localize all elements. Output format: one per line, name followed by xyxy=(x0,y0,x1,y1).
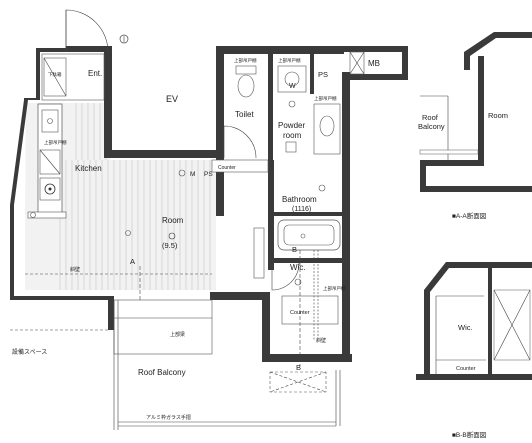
kitchen-label: Kitchen xyxy=(75,164,102,173)
section-aa-balcony-label-1: Roof xyxy=(422,113,439,122)
section-aa-title: ■A-A断面図 xyxy=(452,211,486,220)
compass-icon xyxy=(119,34,129,44)
powder-room-label-1: Powder xyxy=(278,121,305,130)
wic-door-swing xyxy=(271,262,300,291)
ev-label: EV xyxy=(166,94,178,104)
bathroom xyxy=(274,164,342,212)
room-area-label: (9.5) xyxy=(162,241,178,250)
powder-room-label-2: room xyxy=(283,131,302,140)
counter-top-label: Counter xyxy=(218,165,236,171)
upper-shelf-wic-label: 上部吊戸棚 xyxy=(323,285,346,292)
ps-label: PS xyxy=(318,70,328,79)
upper-beam-label: 上部梁 xyxy=(170,331,185,338)
ev-shaft xyxy=(112,52,216,150)
w-label: W xyxy=(289,83,296,90)
shower-icon xyxy=(318,184,326,192)
section-a-marker: A xyxy=(130,257,135,266)
exterior-walls xyxy=(10,46,408,362)
faucet-icon xyxy=(47,118,53,124)
vanity xyxy=(313,103,341,155)
bathtub xyxy=(277,219,341,251)
ceiling-light-icon xyxy=(168,232,176,240)
section-b-marker: B xyxy=(292,245,297,254)
glass-rail-label: アルミ枠ガラス手摺 xyxy=(146,414,191,421)
bathroom-label: Bathroom xyxy=(282,195,317,204)
outdoor-unit-space xyxy=(269,371,327,393)
upper-shelf-kitchen-label: 上部吊戸棚 xyxy=(44,139,67,146)
floor-stripes xyxy=(59,103,211,290)
washer-drum-icon xyxy=(284,71,300,87)
room-label: Room xyxy=(162,216,184,225)
burner-icon xyxy=(44,183,56,195)
section-aa-diagram: Roof Balcony Room ■A-A断面図 xyxy=(418,32,532,220)
kitchen-sill xyxy=(27,211,67,219)
aa-rail xyxy=(419,149,479,155)
slope-wall-label: 斜壁 xyxy=(70,266,80,273)
equipment-space-label: 設備スペース xyxy=(12,348,47,356)
main-floor-plan: 下駄箱 Ent. 上部吊戸棚 Kitchen Room (9.5) 斜壁 Cou… xyxy=(10,9,408,430)
drain-icon xyxy=(288,100,296,108)
bath-drain-icon xyxy=(300,233,306,239)
toilet-bowl-icon xyxy=(237,74,255,98)
basin-icon xyxy=(319,115,335,137)
burner-inner-icon xyxy=(48,187,52,191)
upper-shelf-bath-label: 上部吊戸棚 xyxy=(314,95,337,102)
roof-balcony-label: Roof Balcony xyxy=(138,368,186,377)
washing-machine xyxy=(277,65,307,93)
bathroom-size-label: (1116) xyxy=(292,206,311,213)
entry-label: Ent. xyxy=(88,69,102,78)
shoe-cabinet-label: 下駄箱 xyxy=(48,71,62,78)
ps-label-small: PS xyxy=(204,171,213,178)
section-aa-room-label: Room xyxy=(488,111,508,120)
upper-shelf-powder-label: 上部吊戸棚 xyxy=(278,57,301,64)
section-bb-diagram: Wic. Counter ■B-B断面図 xyxy=(416,262,532,439)
sliding-door xyxy=(253,227,265,279)
wic-light-icon xyxy=(294,278,302,286)
bb-frame xyxy=(493,289,531,361)
m-label: M xyxy=(190,171,195,178)
toilet-door-swing xyxy=(223,125,257,159)
mb-label: MB xyxy=(368,59,380,68)
wic-label: Wic. xyxy=(290,263,306,272)
towel-rack xyxy=(285,141,297,153)
roof-balcony-area xyxy=(113,299,213,355)
section-aa-balcony-label-2: Balcony xyxy=(418,122,445,131)
section-b-marker-2: B xyxy=(296,363,301,372)
entry-door-swing xyxy=(65,9,109,53)
light-fixture-icon xyxy=(125,230,131,236)
slope-wall-label-2: 斜壁 xyxy=(316,337,326,344)
bathtub-inner xyxy=(283,224,335,246)
upper-shelf-toilet-label: 上部吊戸棚 xyxy=(234,57,257,64)
section-bb-counter-label: Counter xyxy=(456,366,476,372)
toilet-label: Toilet xyxy=(235,110,254,119)
toilet-tank xyxy=(235,65,257,75)
sink xyxy=(41,109,59,133)
counter-strip xyxy=(211,159,269,173)
outlet-icon xyxy=(30,212,36,218)
wic-counter xyxy=(281,295,339,325)
section-bb-wic-label: Wic. xyxy=(458,323,473,332)
section-bb-title: ■B-B断面図 xyxy=(452,430,486,439)
outlet-icon-2 xyxy=(178,169,186,177)
